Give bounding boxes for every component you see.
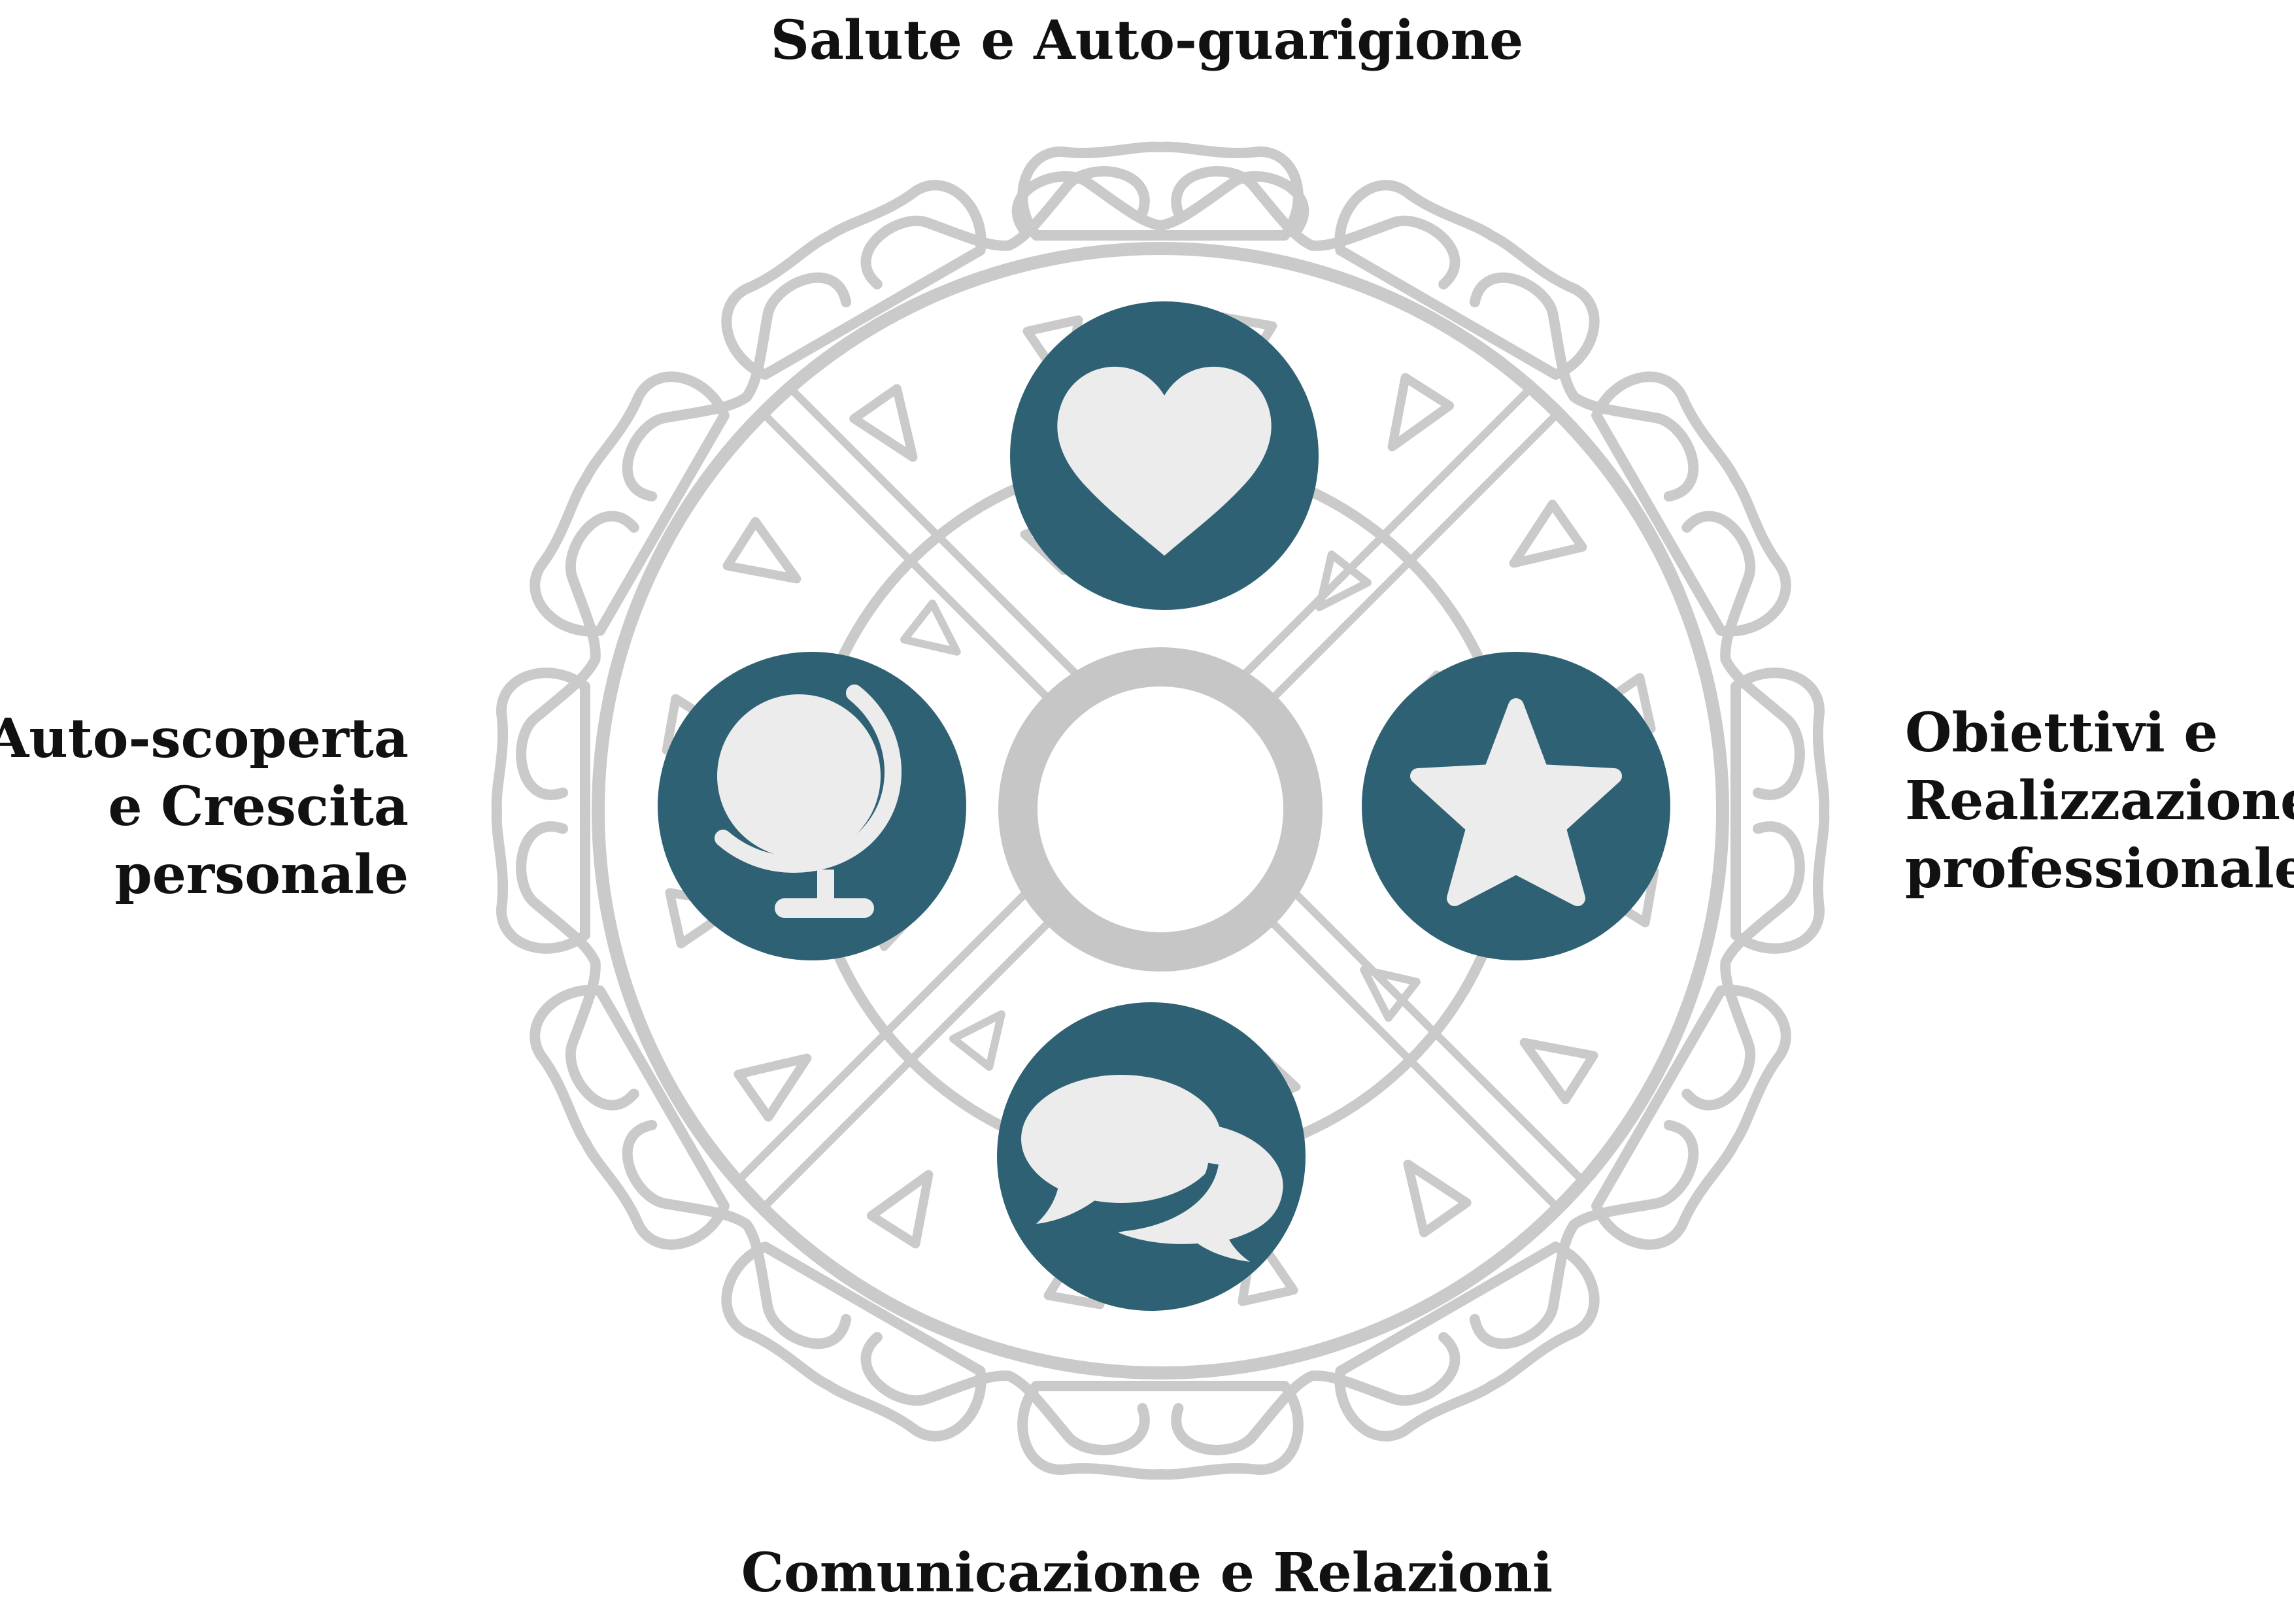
- node-goals: [1362, 652, 1670, 960]
- node-health: [1010, 301, 1319, 610]
- label-self-discovery: Auto-scoperta e Crescita personale: [0, 705, 409, 909]
- label-self-discovery-line-1: Auto-scoperta: [0, 707, 409, 770]
- mandala-triangles-outer: [645, 296, 1676, 1326]
- node-communication: [997, 1002, 1306, 1311]
- label-goals-line-1: Obiettivi e: [1905, 702, 2218, 764]
- globe-icon: [715, 685, 902, 918]
- label-communication: Comunicazione e Relazioni: [0, 1539, 2294, 1607]
- mandala-outer-petals: [497, 141, 1825, 1475]
- mandala-inner-petals: [511, 161, 1810, 1461]
- label-goals-line-2: Realizzazione: [1905, 770, 2294, 832]
- label-self-discovery-line-2: e Crescita: [108, 775, 409, 838]
- label-goals-line-3: professionale: [1905, 837, 2294, 900]
- node-self-discovery: [658, 652, 966, 960]
- mandala-outer-ring: [592, 242, 1729, 1379]
- speech-bubbles-divider: [1119, 1162, 1219, 1232]
- star-icon: [1410, 698, 1622, 906]
- heart-icon: [1057, 366, 1272, 556]
- label-self-discovery-line-3: personale: [114, 843, 409, 906]
- center-hub-ring: [998, 647, 1323, 972]
- label-communication-line-1: Comunicazione e Relazioni: [741, 1542, 1553, 1604]
- label-goals: Obiettivi e Realizzazione professionale: [1905, 699, 2294, 903]
- label-health-line-1: Salute e Auto-guarigione: [770, 9, 1524, 72]
- label-health: Salute e Auto-guarigione: [0, 7, 2294, 75]
